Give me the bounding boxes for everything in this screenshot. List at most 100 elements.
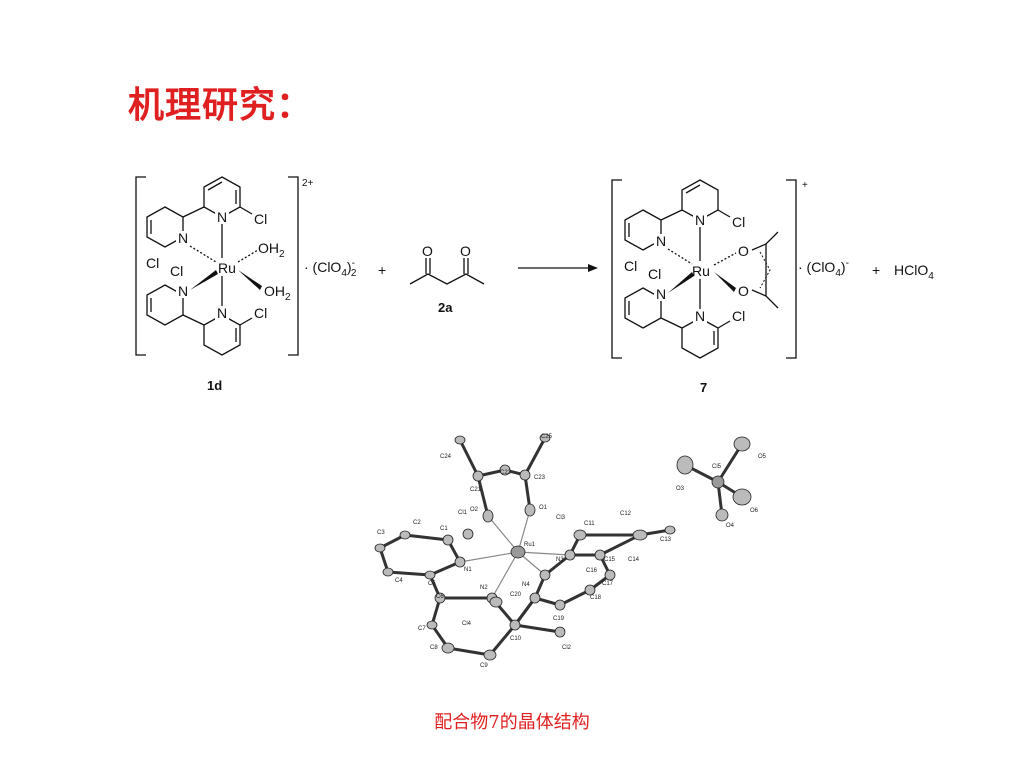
atom xyxy=(426,620,438,630)
atom-label: Cl2 xyxy=(562,645,572,651)
bond xyxy=(458,439,480,477)
n-atom: N xyxy=(695,212,705,228)
compound-label-1d: 1d xyxy=(207,378,222,393)
bond xyxy=(387,570,431,577)
atom xyxy=(554,599,566,611)
ru-o-wedge-bond xyxy=(714,272,736,292)
atom-label: C13 xyxy=(660,537,672,543)
atom-label: N3 xyxy=(556,557,564,563)
bipy-link xyxy=(182,206,205,218)
ru-o-wedge-bond xyxy=(238,270,262,290)
atom xyxy=(664,525,676,535)
cl-atom: Cl xyxy=(624,258,637,274)
acac-bond xyxy=(751,231,779,251)
carbon-chain xyxy=(409,273,485,285)
bond xyxy=(559,588,591,607)
atom xyxy=(462,528,474,540)
acac-bond xyxy=(751,289,779,309)
atom xyxy=(434,592,446,604)
atom-label: C23 xyxy=(534,475,546,481)
n-atom: N xyxy=(656,233,666,249)
atom xyxy=(483,649,497,661)
ru-n-hashed-bond xyxy=(189,245,217,263)
bond xyxy=(447,646,491,657)
atom-label: C4 xyxy=(395,578,403,584)
atom-label: O4 xyxy=(726,523,735,529)
atom-label: C9 xyxy=(480,663,488,669)
byproduct-hclo4: HClO4 xyxy=(894,262,934,282)
n-atom: N xyxy=(217,209,227,225)
n-atom: N xyxy=(695,308,705,324)
atom-o3 xyxy=(676,455,694,475)
crystal-structure: C25 C24 C22 C23 C21 O2 O1 Cl1 Cl3 C11 C1… xyxy=(374,433,767,669)
compound-label-7: 7 xyxy=(700,380,707,395)
label-bg xyxy=(215,306,229,320)
compound-label-2a: 2a xyxy=(438,300,453,315)
atom xyxy=(584,584,596,596)
cl-atom: Cl xyxy=(170,263,183,279)
right-bracket-open xyxy=(611,179,622,359)
ring-double-bond xyxy=(207,181,223,191)
bond xyxy=(513,597,537,626)
atom xyxy=(554,626,566,638)
atom-label: C14 xyxy=(628,557,640,563)
atom-label: O3 xyxy=(676,486,685,492)
atom-ru xyxy=(510,545,526,559)
atom xyxy=(489,596,503,608)
label-bg xyxy=(176,231,190,245)
label-bg xyxy=(176,284,190,298)
atom xyxy=(529,592,541,604)
atom-label: C16 xyxy=(586,568,598,574)
ru-n-hashed-bond xyxy=(667,248,693,265)
atom xyxy=(424,570,436,580)
bond xyxy=(404,533,449,542)
atom-label: Ru1 xyxy=(524,542,536,548)
atom-label: C1 xyxy=(440,526,448,532)
label-bg xyxy=(654,287,668,301)
ring-bottom-right xyxy=(681,317,719,359)
atom-label: C21 xyxy=(470,487,482,493)
label-bg xyxy=(654,234,668,248)
n-atom: N xyxy=(217,305,227,321)
complex-7: + N N N N Cl Cl Cl Cl Ru O O xyxy=(611,179,849,395)
atom-label: Cl5 xyxy=(712,464,722,470)
plus-sign: + xyxy=(872,262,880,278)
atom xyxy=(382,567,394,577)
complex-1d: 2+ N N N N Cl Cl Cl Cl Ru xyxy=(135,176,357,393)
atom-label: C6 xyxy=(436,594,444,600)
bond xyxy=(517,509,531,553)
label-bg xyxy=(693,213,707,227)
atom xyxy=(539,569,551,581)
atom-labels: C25 C24 C22 C23 C21 O2 O1 Cl1 Cl3 C11 C1… xyxy=(377,434,767,669)
crystal-atoms xyxy=(374,433,676,661)
atom-label: C20 xyxy=(510,592,522,598)
atom-label: C11 xyxy=(584,521,595,527)
atom xyxy=(441,642,455,654)
atom xyxy=(564,549,576,561)
o-atom: O xyxy=(422,243,433,259)
ring-double-bond xyxy=(685,184,701,194)
ru-o-hashed-bond xyxy=(237,249,259,263)
atom-label: Cl1 xyxy=(458,510,468,516)
atom-label: C10 xyxy=(510,636,522,642)
atom-label: O6 xyxy=(750,508,759,514)
atom-label: N1 xyxy=(464,567,472,573)
atom xyxy=(442,534,454,546)
perchlorate-atoms xyxy=(676,436,752,522)
bipy-link xyxy=(660,209,683,221)
counterion-1d: · (ClO4)-2 xyxy=(304,258,357,279)
charge-1d: 2+ xyxy=(302,178,314,189)
atom-label: C17 xyxy=(602,581,614,587)
atom-label: C8 xyxy=(430,645,438,651)
atom-o4 xyxy=(715,508,729,522)
bond xyxy=(487,515,519,553)
atom xyxy=(374,543,386,553)
o-atom: O xyxy=(460,243,471,259)
counterion-7: · (ClO4)- xyxy=(798,258,849,279)
right-bracket-close xyxy=(786,179,797,359)
n-atom: N xyxy=(656,286,666,302)
n-atom: N xyxy=(178,283,188,299)
atom xyxy=(524,503,536,517)
cl-atom: Cl xyxy=(146,255,159,271)
